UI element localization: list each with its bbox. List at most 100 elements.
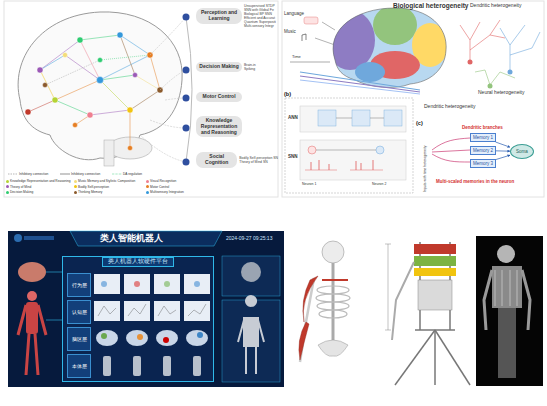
dendritic-branch [432, 154, 470, 162]
photo-background [476, 236, 543, 386]
legend-entry: Music Memory and Stylistic Composition [74, 179, 135, 183]
layer-label-box: 本体层 [67, 354, 91, 378]
region-node [133, 73, 138, 78]
method-item: Multi-sensory Integr [244, 24, 276, 28]
brain-region [325, 10, 375, 70]
layer-label-box: 认知层 [67, 300, 91, 324]
body-limbs [18, 305, 46, 375]
arm-muscle [299, 276, 318, 360]
brain-area-image [156, 330, 178, 346]
panel-frame [4, 1, 278, 197]
brain-area-image [96, 330, 118, 346]
legend-text: Motor Control [150, 185, 169, 189]
legend-line-sample [60, 172, 70, 176]
layer-label-box: 行为层 [67, 273, 91, 297]
connection-line [90, 110, 130, 115]
robot-head [497, 245, 515, 263]
platform-fill [62, 256, 214, 382]
connection-line [28, 100, 55, 112]
region-node [87, 112, 93, 118]
category-node: Knowledge Representation and Reasoning [196, 116, 278, 137]
method-item: Spiking [244, 67, 256, 71]
text-label: Time [292, 55, 301, 59]
category-dot [183, 159, 190, 166]
robot-figure [163, 356, 171, 376]
cognition-cell [184, 301, 210, 321]
dendritic-branch [432, 150, 470, 152]
gradient-band [300, 80, 420, 94]
neuron-soma [468, 60, 473, 65]
dimension-line [385, 244, 391, 330]
region-node [127, 107, 133, 113]
connection-line [130, 90, 160, 110]
speech-icon [304, 17, 318, 24]
node-text: 行为层 [72, 282, 87, 288]
category-title: Knowledge Representation and Reasoning [196, 116, 242, 137]
legend-entry: Inhibitory connection [8, 172, 48, 176]
frame-leg [434, 330, 436, 385]
connection-line [65, 55, 100, 80]
brain-area-image [186, 330, 208, 346]
text-label: Biological heterogeneity [393, 2, 469, 9]
frame-leg [435, 330, 470, 385]
behavior-cell [184, 274, 210, 294]
region-node [128, 146, 133, 151]
brain-region [373, 5, 417, 45]
ui-header-bar [70, 231, 222, 246]
skull [322, 241, 344, 263]
legend-entry: Thinking Memory [74, 190, 102, 194]
text-label: ANN [288, 116, 298, 121]
text-label: Neuron 1 [302, 183, 316, 187]
connection-line [45, 60, 100, 85]
shoulder-muscle [322, 279, 348, 281]
category-node: Social CognitionBodily Self-perception S… [196, 152, 278, 168]
legend-text: Bodily Self-perception [78, 185, 109, 189]
region-node [73, 123, 78, 128]
ui-link [46, 272, 62, 320]
ann-cell [384, 110, 402, 126]
category-title: Social Cognition [196, 152, 237, 168]
region-node [77, 37, 83, 43]
dendrite-tree [460, 20, 505, 60]
legend-text: Inhibitory connection [71, 172, 100, 176]
dendrite-tree [500, 25, 540, 70]
legend-entry: Theory of Mind [6, 185, 31, 189]
method-item: Theory of Mind SN [239, 160, 278, 164]
platform-panel: 类人机器人软硬件平台行为层认知层脑区层本体层 [62, 256, 214, 382]
ui-background [8, 231, 284, 387]
brain-area-mark [137, 334, 143, 340]
cell-sketch [98, 304, 206, 316]
method-list: Bodily Self-perception SNTheory of Mind … [239, 156, 278, 164]
category-dot [183, 67, 190, 74]
input-arrow [315, 22, 335, 45]
rib [316, 294, 350, 302]
memory-box: Memory 1 [470, 133, 496, 142]
legend-line [8, 174, 18, 175]
gradient-band [300, 76, 420, 92]
category-node: Motor Control [196, 92, 278, 102]
legend-entry: Decision Making [6, 190, 33, 194]
rib [317, 302, 349, 310]
memory-arrow [496, 142, 510, 147]
region-node [117, 32, 123, 38]
legend-entry: Bodily Self-perception [74, 185, 109, 189]
text-label: SNN [288, 155, 298, 160]
category-dot [183, 14, 190, 21]
text-label: Neuron 2 [372, 183, 386, 187]
frame-housing [418, 280, 452, 310]
panel-title: 类人机器人软硬件平台 [102, 257, 174, 267]
connection-line [40, 55, 65, 70]
legend-text: Multisensory Integration [150, 190, 184, 194]
frame-leg [395, 330, 435, 385]
legend-text: Thinking Memory [78, 190, 102, 194]
legend-entry: DA regulation [112, 172, 142, 176]
node-text: 脑区层 [72, 336, 87, 342]
text-label: Dendritic branches [462, 126, 503, 131]
text-label: Multi-scaled memories in the neuron [436, 180, 514, 185]
legend-swatch [74, 185, 77, 188]
neuron-icon [376, 146, 384, 154]
method-item: Biological BP SNN [244, 12, 276, 16]
cell-icon [101, 281, 107, 287]
legend-text: Decision Making [10, 190, 33, 194]
